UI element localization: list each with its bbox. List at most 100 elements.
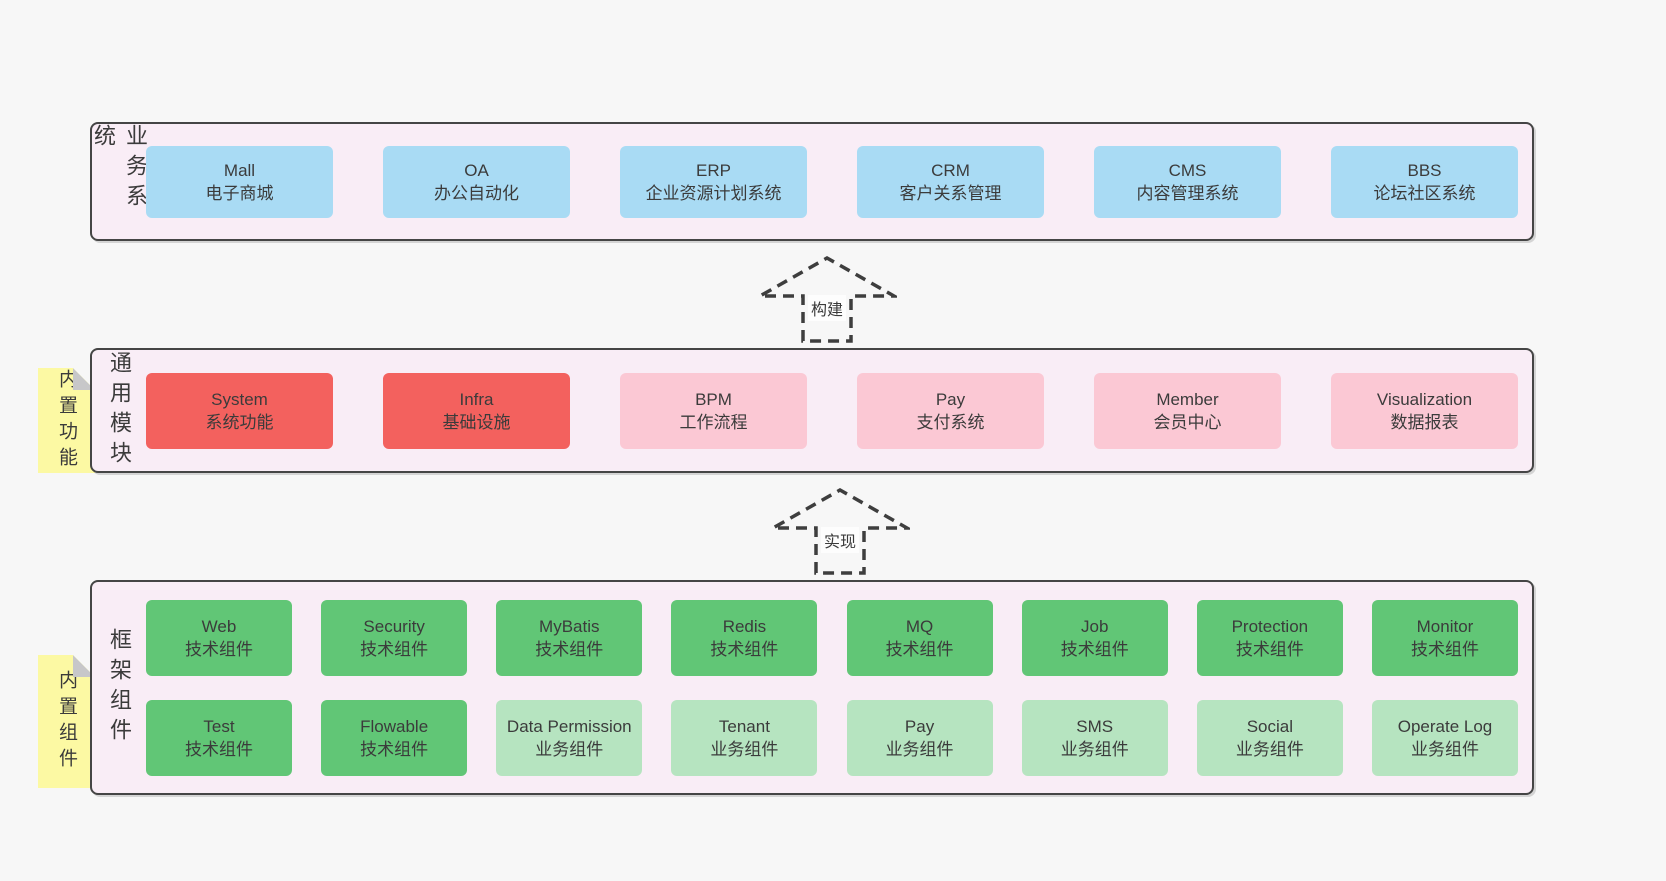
box-subtitle: 数据报表: [1390, 412, 1459, 432]
business-boxes-row: Mall 电子商城 OA 办公自动化 ERP 企业资源计划系统 CRM 客户关系…: [146, 124, 1518, 239]
box-title: Job: [1080, 616, 1109, 636]
box-title: Pay: [935, 389, 966, 409]
box-oa: OA 办公自动化: [383, 145, 570, 218]
module-boxes-row: System 系统功能 Infra 基础设施 BPM 工作流程 Pay 支付系统…: [146, 350, 1518, 471]
box-title: Protection: [1231, 616, 1309, 636]
box-subtitle: 业务组件: [1410, 739, 1479, 759]
box-title: Security: [363, 616, 425, 636]
box-subtitle: 内容管理系统: [1136, 183, 1239, 203]
layer-framework-components: 框架组件 Web 技术组件 Security 技术组件 MyBatis 技术组件…: [90, 580, 1534, 795]
box-mall: Mall 电子商城: [146, 145, 333, 218]
box-title: MyBatis: [539, 616, 600, 636]
box-mybatis: MyBatis 技术组件: [496, 599, 643, 676]
box-subtitle: 技术组件: [710, 639, 779, 659]
box-visualization: Visualization 数据报表: [1331, 372, 1518, 449]
box-pay-component: Pay 业务组件: [846, 699, 993, 776]
box-system: System 系统功能: [146, 372, 333, 449]
box-subtitle: 技术组件: [360, 639, 429, 659]
box-title: System: [211, 389, 268, 409]
box-title: CMS: [1168, 160, 1207, 180]
box-title: Redis: [722, 616, 767, 636]
box-cms: CMS 内容管理系统: [1094, 145, 1281, 218]
box-title: ERP: [696, 160, 731, 180]
box-title: Tenant: [718, 716, 770, 736]
component-boxes-grid: Web 技术组件 Security 技术组件 MyBatis 技术组件 Redi…: [146, 582, 1518, 793]
arrow-label: 构建: [807, 295, 847, 321]
box-title: Member: [1156, 389, 1219, 409]
dashed-up-arrow-icon: [757, 255, 897, 343]
box-title: BBS: [1407, 160, 1442, 180]
arrow-label: 实现: [820, 527, 860, 553]
box-subtitle: 业务组件: [1060, 739, 1129, 759]
box-subtitle: 技术组件: [1060, 639, 1129, 659]
box-pay-module: Pay 支付系统: [857, 372, 1044, 449]
box-title: Visualization: [1376, 389, 1473, 409]
box-title: BPM: [695, 389, 732, 409]
box-mq: MQ 技术组件: [846, 599, 993, 676]
box-sms: SMS 业务组件: [1021, 699, 1168, 776]
box-title: Pay: [904, 716, 935, 736]
box-security: Security 技术组件: [321, 599, 468, 676]
box-subtitle: 技术组件: [1235, 639, 1304, 659]
box-title: CRM: [931, 160, 970, 180]
box-flowable: Flowable 技术组件: [321, 699, 468, 776]
box-title: Web: [201, 616, 237, 636]
sticky-note-label: 内置组件: [56, 669, 77, 774]
box-subtitle: 基础设施: [442, 412, 511, 432]
box-subtitle: 电子商城: [205, 183, 274, 203]
box-title: Infra: [459, 389, 494, 409]
box-title: Operate Log: [1397, 716, 1493, 736]
box-subtitle: 业务组件: [535, 739, 604, 759]
layer-common-modules: 通用模块 System 系统功能 Infra 基础设施 BPM 工作流程 Pay…: [90, 348, 1534, 473]
box-test: Test 技术组件: [146, 699, 292, 776]
box-subtitle: 技术组件: [885, 639, 954, 659]
box-operate-log: Operate Log 业务组件: [1371, 699, 1518, 776]
arrow-build: 构建: [757, 255, 897, 343]
box-subtitle: 技术组件: [360, 739, 429, 759]
box-monitor: Monitor 技术组件: [1371, 599, 1518, 676]
box-title: Test: [203, 716, 235, 736]
layer-label: 框架组件: [107, 627, 132, 748]
arrow-implement: 实现: [770, 487, 910, 575]
sticky-note-label: 内置功能: [56, 368, 77, 473]
box-data-permission: Data Permission 业务组件: [496, 699, 643, 776]
box-erp: ERP 企业资源计划系统: [620, 145, 807, 218]
box-subtitle: 技术组件: [185, 739, 253, 759]
box-title: MQ: [905, 616, 934, 636]
box-subtitle: 论坛社区系统: [1373, 183, 1476, 203]
box-subtitle: 工作流程: [679, 412, 748, 432]
box-tenant: Tenant 业务组件: [671, 699, 818, 776]
box-subtitle: 技术组件: [535, 639, 604, 659]
box-subtitle: 办公自动化: [434, 183, 519, 203]
box-social: Social 业务组件: [1196, 699, 1343, 776]
box-job: Job 技术组件: [1021, 599, 1168, 676]
box-infra: Infra 基础设施: [383, 372, 570, 449]
box-subtitle: 系统功能: [205, 412, 274, 432]
box-title: Mall: [223, 160, 256, 180]
layer-label: 业务系统: [91, 124, 148, 214]
box-web: Web 技术组件: [146, 599, 292, 676]
box-title: Data Permission: [506, 716, 632, 736]
box-subtitle: 业务组件: [885, 739, 954, 759]
box-subtitle: 技术组件: [1410, 639, 1479, 659]
layer-business-systems: 业务系统 Mall 电子商城 OA 办公自动化 ERP 企业资源计划系统 CRM…: [90, 122, 1534, 241]
sticky-note-builtin-components: 内置组件: [38, 655, 95, 788]
layer-label: 通用模块: [107, 350, 132, 471]
box-protection: Protection 技术组件: [1196, 599, 1343, 676]
box-subtitle: 技术组件: [185, 639, 253, 659]
box-subtitle: 业务组件: [710, 739, 779, 759]
box-member: Member 会员中心: [1094, 372, 1281, 449]
box-subtitle: 客户关系管理: [899, 183, 1002, 203]
box-title: Social: [1246, 716, 1293, 736]
sticky-note-builtin-features: 内置功能: [38, 368, 95, 473]
box-subtitle: 会员中心: [1153, 412, 1222, 432]
box-title: OA: [464, 160, 489, 180]
box-crm: CRM 客户关系管理: [857, 145, 1044, 218]
box-title: Flowable: [360, 716, 429, 736]
box-redis: Redis 技术组件: [671, 599, 818, 676]
box-subtitle: 业务组件: [1235, 739, 1304, 759]
box-title: Monitor: [1416, 616, 1474, 636]
box-subtitle: 企业资源计划系统: [645, 183, 782, 203]
box-bpm: BPM 工作流程: [620, 372, 807, 449]
